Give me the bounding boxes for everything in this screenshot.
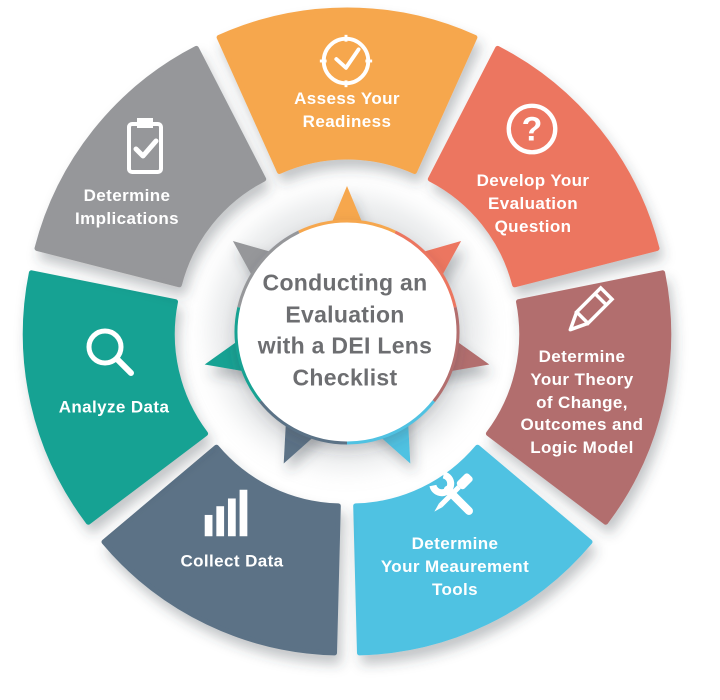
wheel-segment-analyze-data [22, 270, 209, 525]
center-rim-arc-analyze-data [234, 306, 262, 403]
center-rim-arc-develop-evaluation-question [394, 230, 457, 308]
segment-label-collect-data: Collect Data [180, 551, 284, 571]
wheel-segment-measurement-tools [353, 444, 593, 656]
segment-label-determine-implications: Determine Implications [75, 186, 179, 228]
bar-chart-icon [196, 482, 260, 546]
center-rim-arc-measurement-tools [346, 400, 435, 445]
segment-label-analyze-data: Analyze Data [58, 397, 170, 417]
wheel-segment-develop-evaluation-question [427, 45, 660, 288]
center-rim-arc-collect-data [259, 400, 348, 445]
wheel-segment-assess-your-readiness [216, 7, 478, 174]
wheel-segment-theory-of-change [485, 270, 672, 525]
pencil-icon [556, 280, 620, 344]
wheel-center-title: Conducting an Evaluation with a DEI Lens… [257, 269, 433, 391]
center-rim-arc-determine-implications [237, 230, 300, 308]
clock-icon [315, 30, 379, 94]
tools-icon [420, 462, 484, 526]
wheel-segment-determine-implications [34, 45, 267, 288]
svg-text:?: ? [522, 111, 543, 149]
center-circle [236, 221, 458, 443]
clipboard-check-icon [113, 114, 177, 178]
segment-label-theory-of-change: Determine Your Theory of Change, Outcome… [520, 347, 644, 458]
segment-label-develop-evaluation-question: Develop Your Evaluation Question [476, 170, 590, 236]
segment-label-measurement-tools: Determine Your Meaurement Tools [380, 533, 530, 599]
center-rim-arc-assess-your-readiness [298, 219, 396, 234]
magnifier-icon [78, 320, 142, 384]
center-rim-arc-theory-of-change [432, 306, 460, 403]
wheel-segment-collect-data [101, 444, 341, 656]
segment-label-assess-your-readiness: Assess Your Readiness [294, 89, 400, 131]
question-mark-icon: ? [501, 98, 565, 162]
